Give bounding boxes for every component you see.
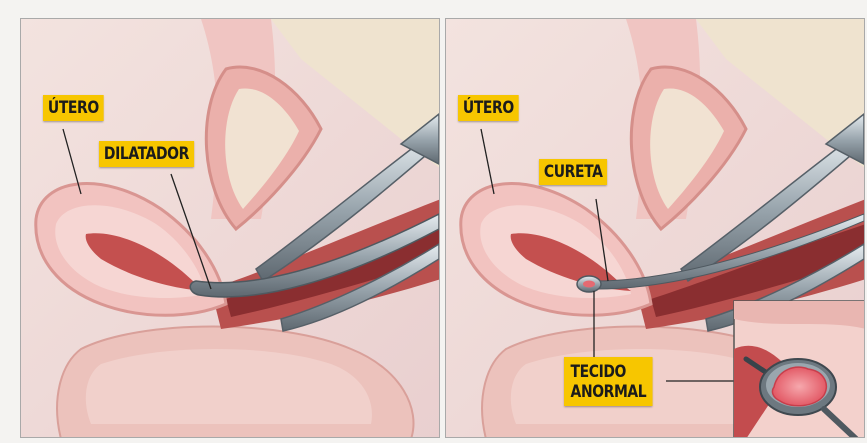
- panel-dilator: ÚTERO DILATADOR: [20, 18, 440, 438]
- label-uterus: ÚTERO: [43, 95, 104, 121]
- label-abnormal-tissue-line1: TECIDO: [571, 362, 647, 382]
- label-abnormal-tissue: TECIDO ANORMAL: [564, 357, 653, 406]
- label-uterus: ÚTERO: [458, 95, 519, 121]
- anatomy-illustration-curette: [446, 19, 865, 438]
- panel-curette: ÚTERO CURETA TECIDO ANORMAL: [445, 18, 865, 438]
- label-abnormal-tissue-line2: ANORMAL: [571, 382, 647, 402]
- anatomy-illustration-dilator: [21, 19, 440, 438]
- label-curette: CURETA: [539, 159, 607, 185]
- label-dilator: DILATADOR: [99, 141, 194, 167]
